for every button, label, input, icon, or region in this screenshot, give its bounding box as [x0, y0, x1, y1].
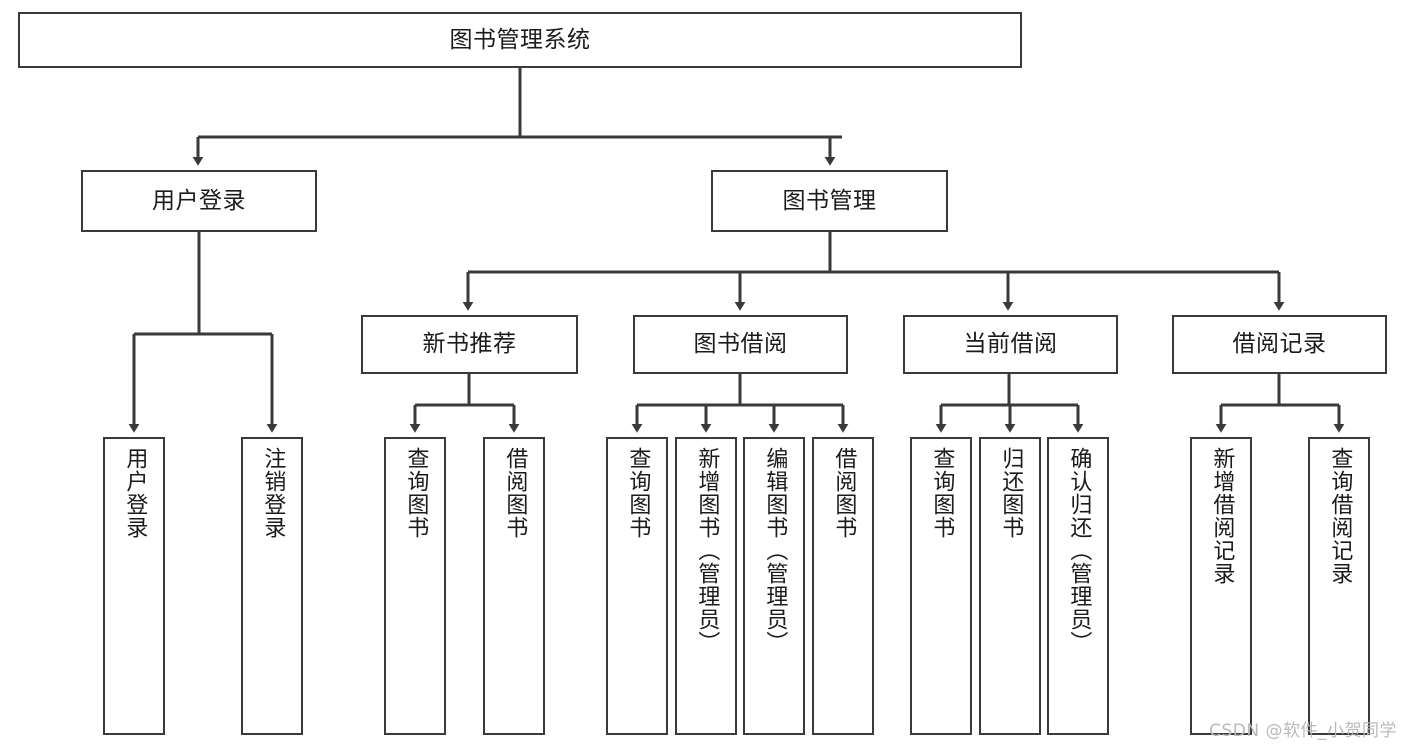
node-book-management-system[interactable]: 图书管理系统 — [18, 12, 1022, 68]
node-label: 图书管理系统 — [449, 26, 591, 53]
node-label: 用户登录 — [122, 447, 148, 539]
node-label: 当前借阅 — [963, 331, 1058, 357]
node-book-borrowing[interactable]: 图书借阅 — [633, 315, 848, 374]
leaf-borrow-book-recommend[interactable]: 借阅图书 — [483, 437, 545, 735]
node-label: 确认归还（管理员） — [1066, 447, 1092, 654]
leaf-borrow-book[interactable]: 借阅图书 — [812, 437, 874, 735]
node-label: 查询图书 — [403, 447, 429, 539]
leaf-query-book-current[interactable]: 查询图书 — [910, 437, 972, 735]
node-label: 新增借阅记录 — [1209, 447, 1235, 585]
leaf-user-login[interactable]: 用户登录 — [103, 437, 165, 735]
node-label: 借阅图书 — [831, 447, 857, 539]
node-label: 查询图书 — [929, 447, 955, 539]
node-label: 图书管理 — [782, 187, 877, 214]
leaf-query-book-borrow[interactable]: 查询图书 — [606, 437, 668, 735]
leaf-edit-book-admin[interactable]: 编辑图书（管理员） — [743, 437, 805, 735]
node-label: 图书借阅 — [693, 331, 788, 357]
node-label: 借阅记录 — [1232, 331, 1327, 357]
node-label: 查询借阅记录 — [1327, 447, 1353, 585]
leaf-logout[interactable]: 注销登录 — [241, 437, 303, 735]
node-label: 归还图书 — [998, 447, 1024, 539]
node-new-book-recommendation[interactable]: 新书推荐 — [361, 315, 578, 374]
leaf-query-book-recommend[interactable]: 查询图书 — [384, 437, 446, 735]
node-user-login[interactable]: 用户登录 — [81, 170, 317, 232]
leaf-add-borrow-record[interactable]: 新增借阅记录 — [1190, 437, 1252, 735]
node-label: 新书推荐 — [422, 331, 517, 357]
leaf-add-book-admin[interactable]: 新增图书（管理员） — [675, 437, 737, 735]
leaf-return-book[interactable]: 归还图书 — [979, 437, 1041, 735]
node-label: 新增图书（管理员） — [694, 447, 720, 654]
node-label: 用户登录 — [152, 187, 246, 214]
node-label: 编辑图书（管理员） — [762, 447, 788, 654]
node-label: 注销登录 — [260, 447, 286, 539]
node-current-borrowing[interactable]: 当前借阅 — [903, 315, 1118, 374]
watermark: CSDN @软件_小贺同学 — [1209, 721, 1397, 741]
leaf-query-borrow-record[interactable]: 查询借阅记录 — [1308, 437, 1370, 735]
node-book-management[interactable]: 图书管理 — [711, 170, 948, 232]
node-label: 借阅图书 — [502, 447, 528, 539]
node-borrowing-record[interactable]: 借阅记录 — [1172, 315, 1387, 374]
leaf-confirm-return-admin[interactable]: 确认归还（管理员） — [1047, 437, 1109, 735]
node-label: 查询图书 — [625, 447, 651, 539]
